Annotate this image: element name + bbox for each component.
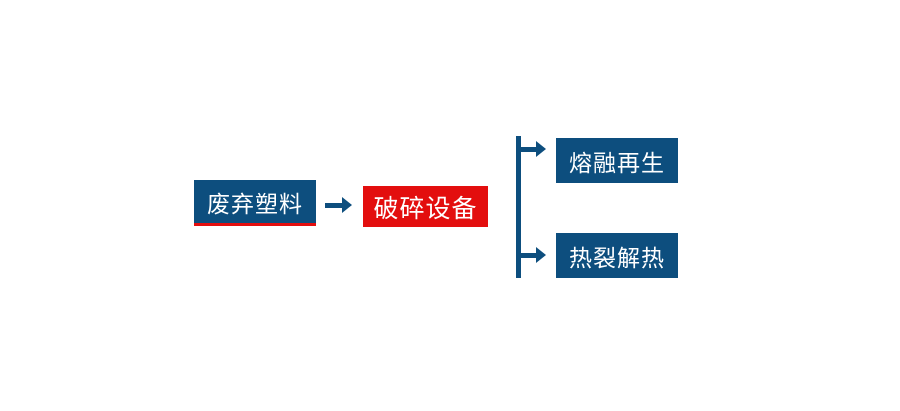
node-pyrolysis-label: 热裂解热 — [569, 244, 665, 271]
branch-arrow-top-head-icon — [536, 141, 546, 157]
node-melt-regeneration-label: 熔融再生 — [569, 149, 665, 176]
node-waste-plastic: 废弃塑料 — [194, 180, 316, 226]
node-waste-plastic-label: 废弃塑料 — [207, 190, 303, 217]
branch-arrow-bottom-head-icon — [536, 247, 546, 263]
node-pyrolysis: 热裂解热 — [556, 233, 678, 278]
node-melt-regeneration: 熔融再生 — [556, 138, 678, 183]
node-crushing-equipment: 破碎设备 — [363, 186, 488, 227]
branch-arrow-top-icon — [521, 147, 537, 152]
arrow-right-icon — [325, 203, 343, 208]
arrow-right-head-icon — [342, 197, 352, 213]
branch-arrow-bottom-icon — [521, 253, 537, 258]
branch-vertical-line — [516, 136, 521, 278]
node-crushing-equipment-label: 破碎设备 — [373, 194, 478, 223]
